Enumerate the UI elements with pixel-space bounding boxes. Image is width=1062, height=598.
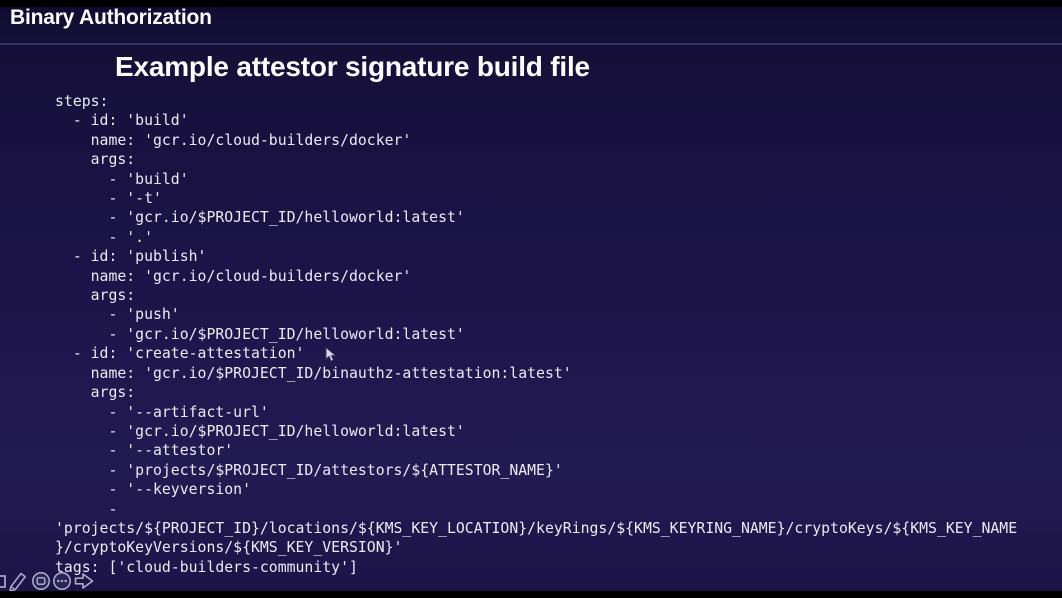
letterbox-top bbox=[0, 0, 1062, 7]
shape-stamp-icon[interactable] bbox=[31, 571, 51, 591]
pencil-tool-icon[interactable] bbox=[7, 570, 29, 592]
annotation-toolbar bbox=[0, 570, 95, 592]
header-divider bbox=[0, 43, 1062, 45]
slide-section-title: Binary Authorization bbox=[10, 6, 212, 29]
arrow-cursor-icon bbox=[325, 346, 337, 368]
letterbox-bottom bbox=[0, 591, 1062, 598]
square-tool-icon[interactable] bbox=[0, 571, 7, 591]
more-options-icon[interactable] bbox=[52, 571, 72, 591]
yaml-code-block: steps: - id: 'build' name: 'gcr.io/cloud… bbox=[55, 93, 1018, 576]
forward-arrow-icon[interactable] bbox=[73, 571, 95, 591]
page-title: Example attestor signature build file bbox=[115, 51, 590, 82]
